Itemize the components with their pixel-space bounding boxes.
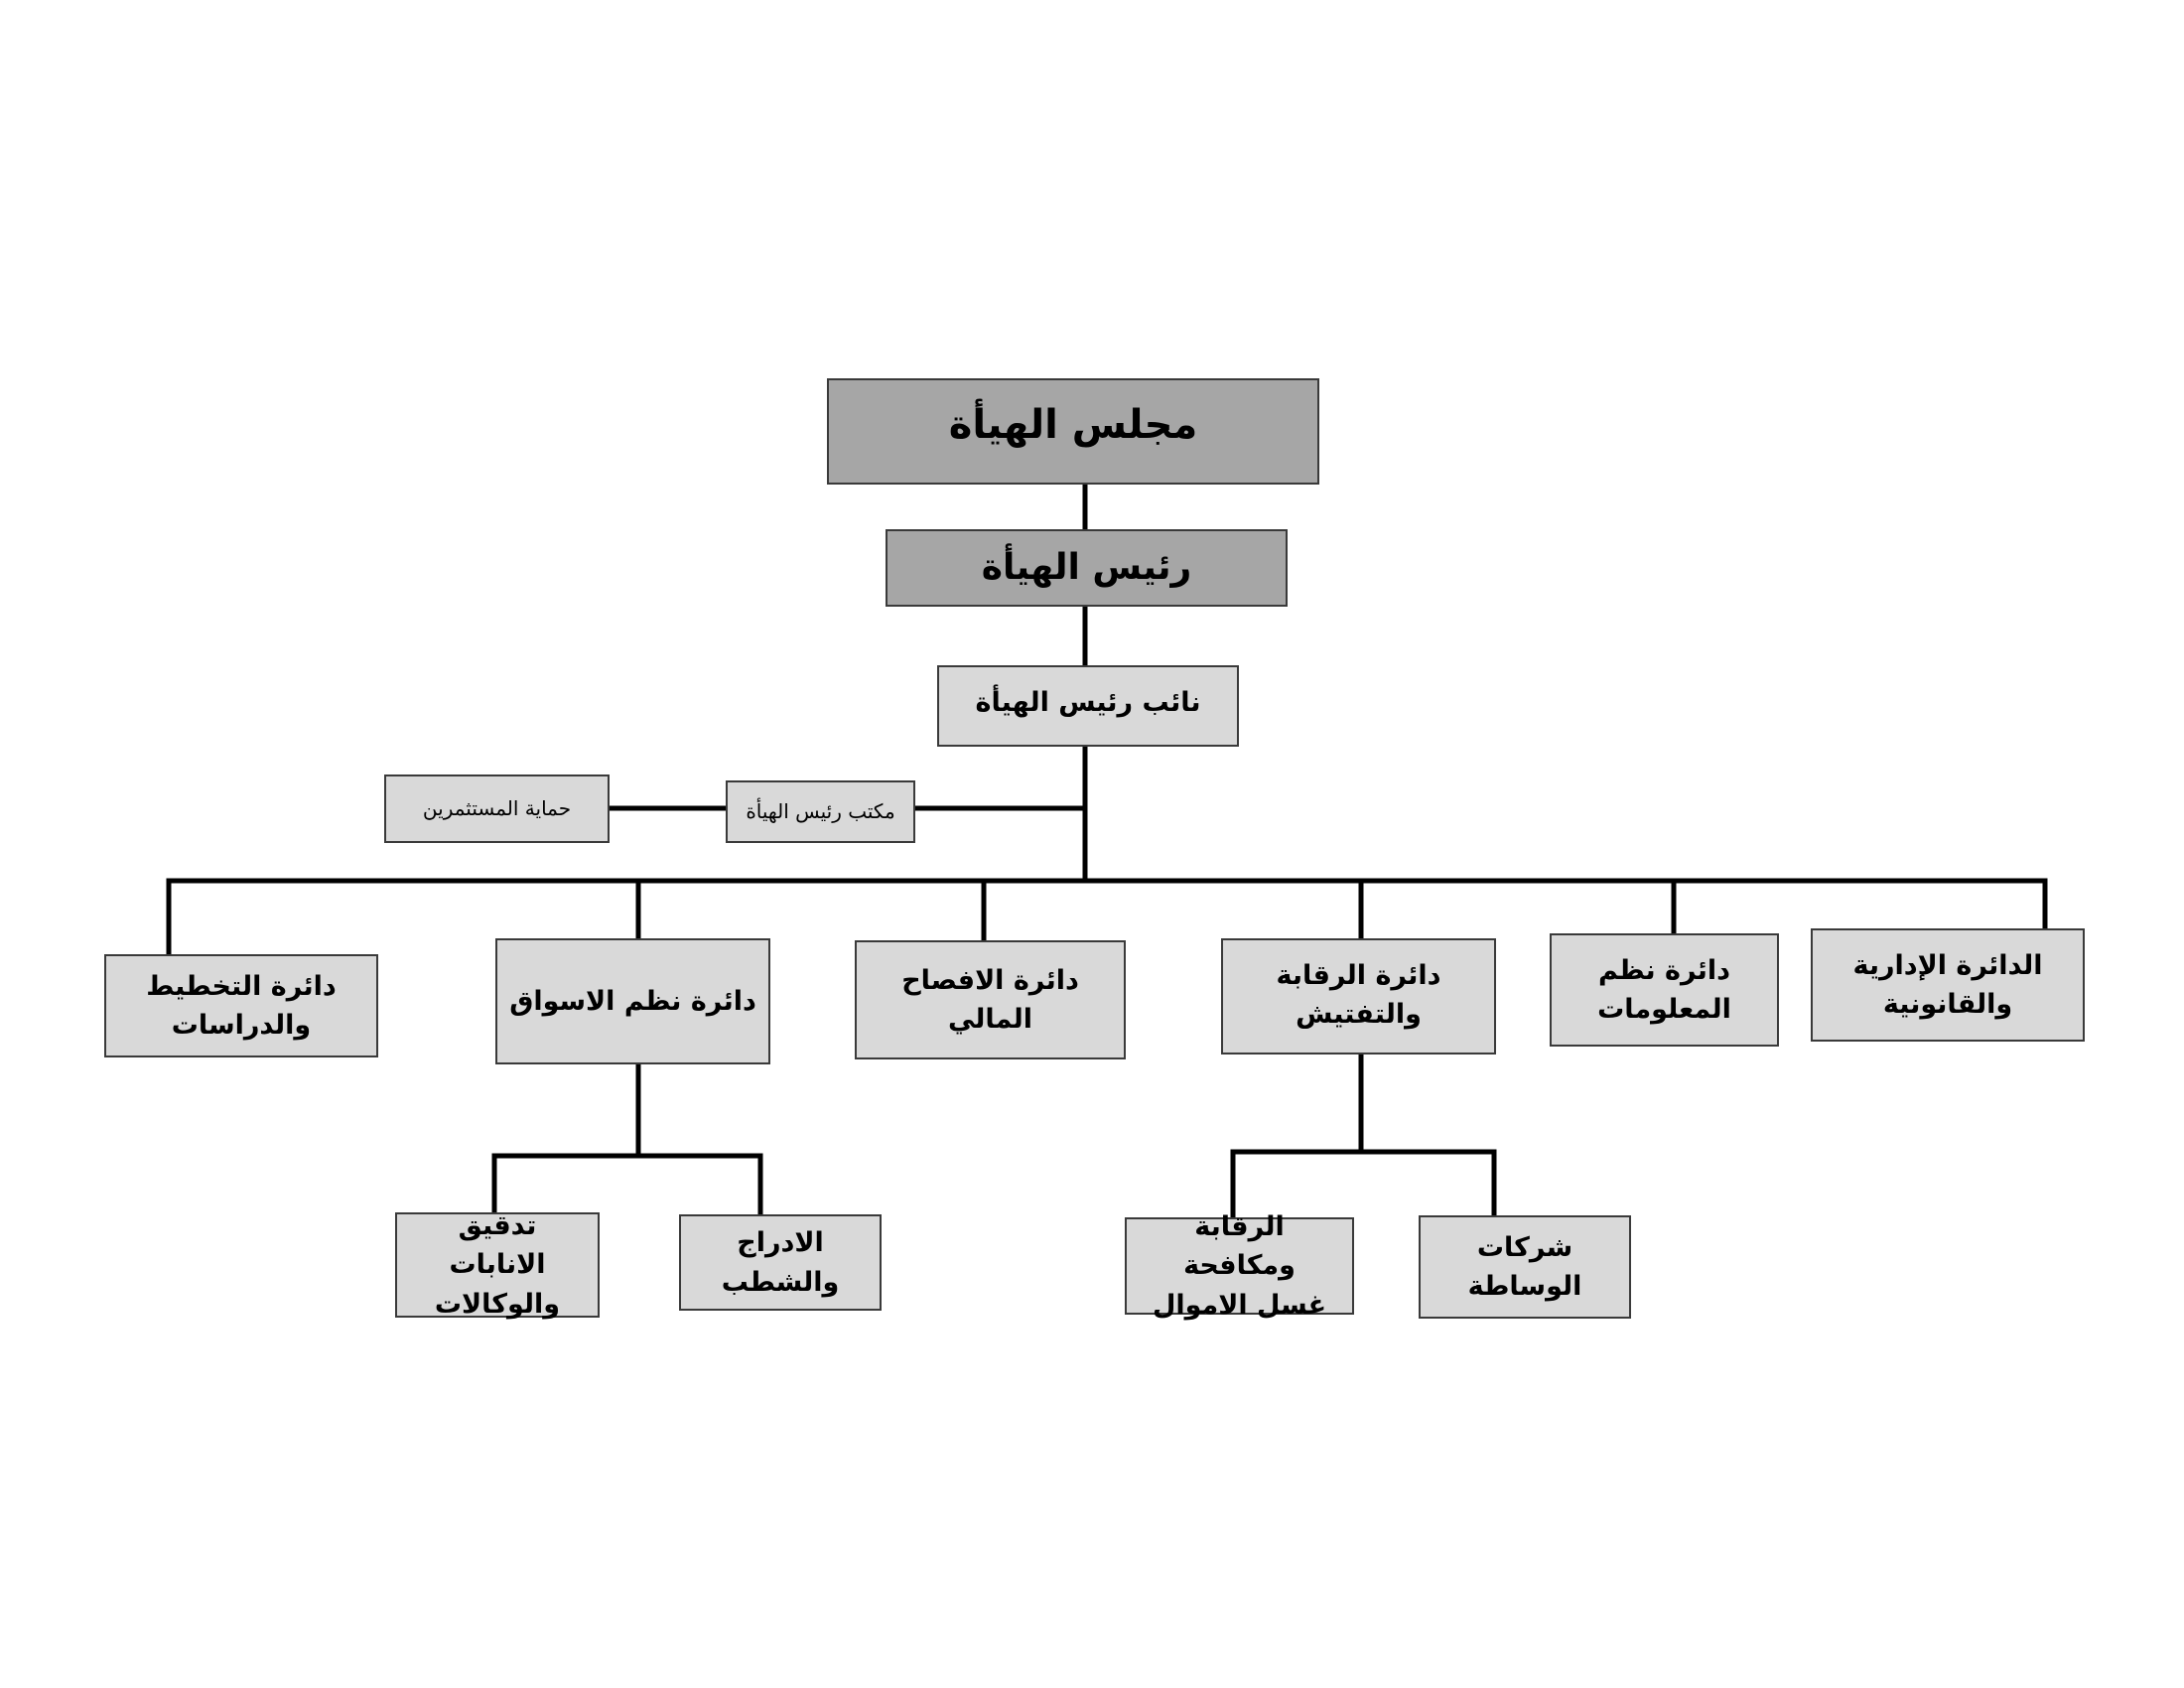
investor-protection-label: حماية المستثمرين bbox=[422, 796, 572, 820]
unit-brokerage-firms: شركات الوساطة bbox=[1419, 1215, 1631, 1319]
unit-custody-agency-audit: تدقيق الانابات والوكالات bbox=[395, 1210, 600, 1320]
dept-information-systems-label: دائرة نظم المعلومات bbox=[1597, 954, 1731, 1025]
unit-custody-agency-audit-label: تدقيق الانابات والوكالات bbox=[434, 1210, 561, 1320]
investor-protection-box: حماية المستثمرين bbox=[384, 774, 610, 843]
dept-financial-disclosure: دائرة الافصاح المالي bbox=[855, 940, 1126, 1059]
chairman-label: رئيس الهيأة bbox=[981, 546, 1192, 588]
dept-information-systems: دائرة نظم المعلومات bbox=[1550, 933, 1779, 1047]
vice-chairman-box: نائب رئيس الهيأة bbox=[937, 665, 1239, 747]
unit-listing-delisting: الادراج والشطب bbox=[679, 1214, 882, 1311]
board-label: مجلس الهيأة bbox=[948, 402, 1198, 448]
vice-chairman-label: نائب رئيس الهيأة bbox=[975, 687, 1201, 718]
unit-aml-supervision-label: الرقابة ومكافحة غسل الاموال bbox=[1152, 1211, 1327, 1321]
dept-administrative-legal-label: الدائرة الإدارية والقانونية bbox=[1852, 949, 2043, 1020]
dept-supervision-inspection: دائرة الرقابة والتفتيش bbox=[1221, 938, 1496, 1055]
dept-financial-disclosure-label: دائرة الافصاح المالي bbox=[901, 964, 1079, 1035]
dept-planning-studies: دائرة التخطيط والدراسات bbox=[104, 954, 378, 1057]
dept-market-systems: دائرة نظم الاسواق bbox=[495, 938, 770, 1064]
chairman-office-box: مكتب رئيس الهيأة bbox=[726, 780, 915, 843]
unit-aml-supervision: الرقابة ومكافحة غسل الاموال bbox=[1125, 1211, 1354, 1321]
dept-planning-studies-label: دائرة التخطيط والدراسات bbox=[146, 970, 337, 1041]
unit-listing-delisting-label: الادراج والشطب bbox=[721, 1227, 840, 1298]
unit-brokerage-firms-label: شركات الوساطة bbox=[1467, 1231, 1582, 1302]
dept-supervision-inspection-label: دائرة الرقابة والتفتيش bbox=[1276, 960, 1441, 1031]
dept-market-systems-label: دائرة نظم الاسواق bbox=[509, 985, 756, 1017]
chairman-box: رئيس الهيأة bbox=[886, 529, 1288, 607]
dept-administrative-legal: الدائرة الإدارية والقانونية bbox=[1811, 928, 2085, 1042]
chairman-office-label: مكتب رئيس الهيأة bbox=[746, 799, 895, 823]
board-box: مجلس الهيأة bbox=[827, 378, 1319, 485]
